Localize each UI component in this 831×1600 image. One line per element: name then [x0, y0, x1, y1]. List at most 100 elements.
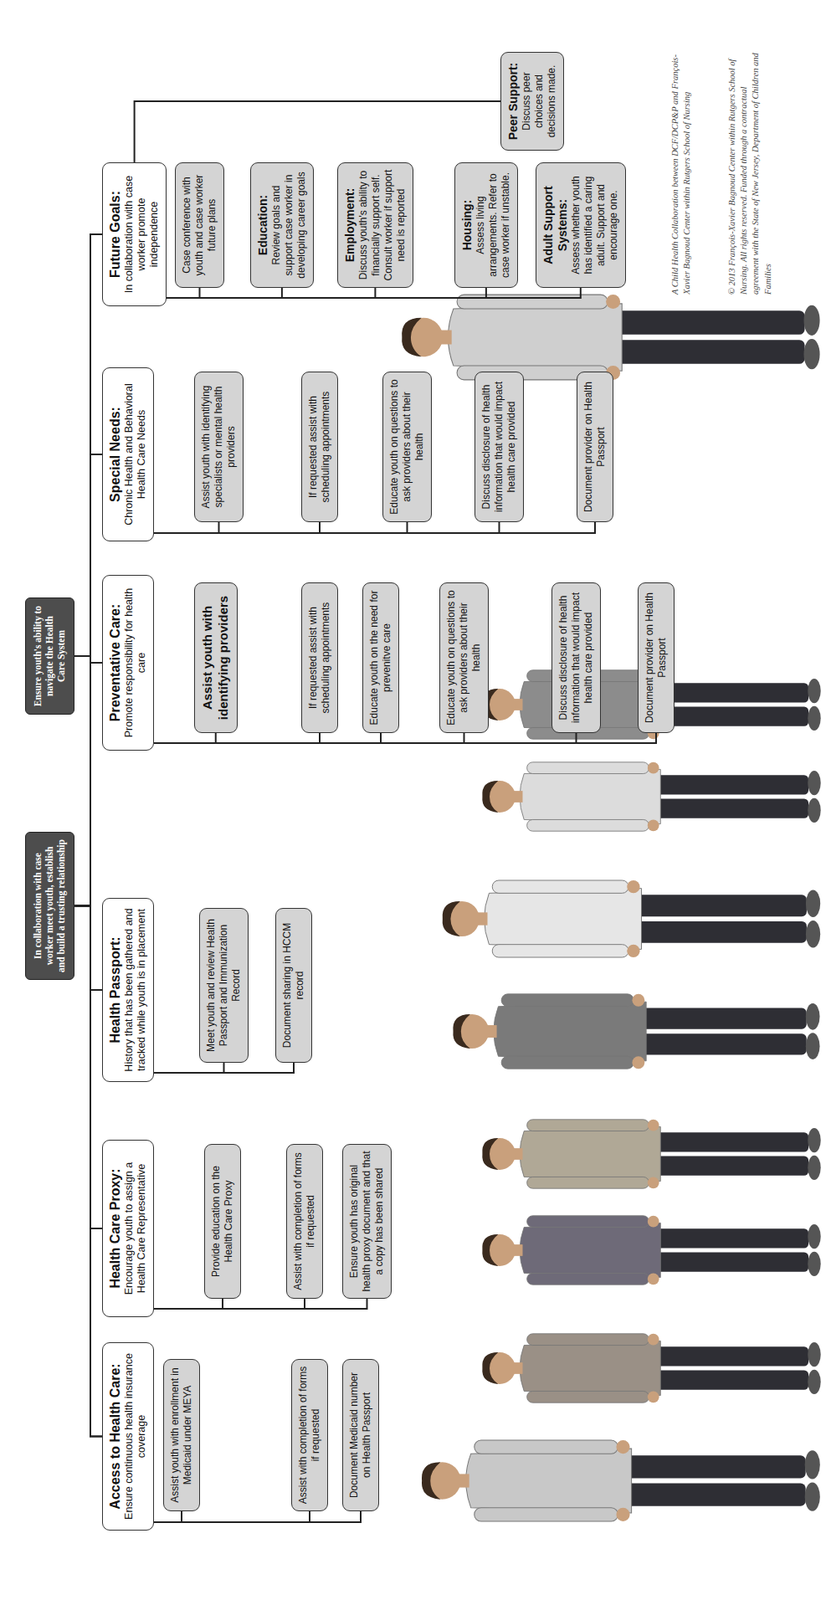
person-figure [401, 294, 820, 380]
person-figure [442, 880, 821, 958]
task-box: Assist with completion of forms if reque… [286, 1143, 324, 1299]
box-title: Health Passport: [107, 905, 124, 1075]
box-text: Assist youth with enrollment in Medicaid… [169, 1365, 195, 1505]
task-box: Case conference with youth and case work… [174, 162, 225, 288]
box-text: Document Medicaid number on Health Passp… [348, 1365, 374, 1505]
box-title: Health Care Proxy: [107, 1147, 124, 1310]
person-figure [482, 762, 821, 831]
task-box: Document provider on Health Passport [576, 371, 614, 523]
category-box: Health Passport:History that has been ga… [102, 897, 154, 1083]
box-text: Document provider on Health Passport [582, 378, 608, 516]
task-box: Assist youth with enrollment in Medicaid… [163, 1359, 201, 1512]
connector-line [74, 906, 103, 1437]
task-box: Discuss disclosure of health information… [474, 371, 524, 523]
connector-line [153, 1062, 294, 1073]
box-text: Document sharing in HCCM record [281, 914, 307, 1057]
box-title: Special Needs: [107, 374, 124, 534]
box-text: Assess living arrangements. Refer to cas… [474, 169, 513, 282]
connector-line [153, 1511, 361, 1523]
task-box: Assist youth with identifying specialist… [194, 371, 244, 523]
box-text: Ensure youth's ability to navigate the H… [32, 605, 67, 708]
connector-line [153, 733, 381, 744]
connector-line [74, 454, 103, 907]
box-text: Assist youth with identifying providers [200, 589, 232, 727]
person-figure [482, 1333, 821, 1403]
box-text: In collaboration with case worker meet y… [32, 839, 67, 973]
task-box: Document sharing in HCCM record [275, 907, 313, 1063]
connector-line [153, 1511, 310, 1523]
box-text: Ensure continuous health insurance cover… [123, 1349, 149, 1524]
connector-line [153, 733, 576, 744]
box-title: Peer Support: [506, 58, 521, 144]
box-text: Encourage youth to assign a Health Care … [123, 1147, 149, 1310]
credit-note: A Child Health Collaboration between DCF… [669, 51, 693, 295]
connector-line [153, 733, 657, 744]
connector-line [166, 287, 375, 298]
task-box: Housing:Assess living arrangements. Refe… [454, 162, 519, 288]
box-text: If requested assist with scheduling appo… [307, 589, 333, 727]
box-text: Meet youth and review Health Passport an… [205, 914, 243, 1057]
connector-line [153, 522, 596, 534]
person-figure [482, 1119, 821, 1189]
task-box: Educate youth on questions to ask provid… [382, 371, 432, 523]
box-title: Preventative Care: [107, 582, 124, 744]
category-box: Access to Health Care:Ensure continuous … [102, 1342, 154, 1531]
box-text: Case conference with youth and case work… [180, 169, 219, 282]
box-text: History that has been gathered and track… [123, 905, 149, 1075]
connector-line [74, 656, 103, 991]
task-box: Education:Review goals and support case … [250, 162, 314, 288]
box-text: Document provider on Health Passport [643, 589, 669, 727]
box-text: Discuss peer choices and decisions made. [520, 58, 559, 144]
category-box: Special Needs:Chronic Health and Behavio… [102, 367, 154, 542]
connector-line [134, 101, 501, 163]
task-box: Meet youth and review Health Passport an… [199, 907, 249, 1063]
task-box: Document Medicaid number on Health Passp… [342, 1359, 380, 1512]
box-title: Education: [256, 169, 271, 282]
connector-line [166, 287, 581, 298]
box-text: In collaboration with case worker promot… [123, 169, 161, 299]
category-box: Future Goals:In collaboration with case … [102, 162, 167, 307]
connector-line [74, 656, 103, 1229]
connector-line [153, 522, 499, 534]
box-title: Access to Health Care: [107, 1349, 124, 1524]
box-text: Assist with completion of forms if reque… [292, 1150, 318, 1293]
task-box: Document provider on Health Passport [637, 582, 675, 734]
box-title: Future Goals: [107, 169, 124, 299]
task-box: If requested assist with scheduling appo… [301, 582, 339, 734]
box-text: Chronic Health and Behavioral Health Car… [123, 374, 149, 534]
task-box: Assist with completion of forms if reque… [291, 1359, 329, 1512]
connector-line [166, 287, 487, 298]
connector-line [74, 234, 103, 657]
connector-line [166, 287, 200, 298]
connector-line [153, 1298, 223, 1309]
root-box: In collaboration with case worker meet y… [25, 831, 75, 980]
connector-line [153, 522, 407, 534]
box-text: Ensure youth has original health proxy d… [348, 1150, 386, 1293]
box-text: If requested assist with scheduling appo… [307, 378, 333, 516]
task-box: Peer Support:Discuss peer choices and de… [500, 51, 565, 151]
connector-line [74, 906, 103, 1230]
box-title: Housing: [460, 169, 475, 282]
box-text: Assist youth with identifying specialist… [200, 378, 238, 516]
box-text: Educate youth on questions to ask provid… [445, 589, 483, 727]
connector-line [153, 733, 320, 744]
task-box: Assist youth with identifying providers [194, 582, 238, 734]
task-box: If requested assist with scheduling appo… [301, 371, 339, 523]
box-text: Educate youth on the need for prevenitve… [368, 589, 394, 727]
connector-line [166, 287, 283, 298]
connector-line [153, 1298, 367, 1309]
connector-line [74, 656, 103, 663]
box-title: Employment: [343, 169, 358, 282]
box-text: Review goals and support case worker in … [270, 169, 308, 282]
connector-line [153, 522, 320, 534]
box-text: Assist with completion of forms if reque… [297, 1365, 323, 1505]
box-text: Discuss disclosure of health information… [557, 589, 596, 727]
connector-line [74, 656, 103, 1437]
connector-line [153, 1298, 305, 1309]
box-text: Provide education on the Health Care Pro… [210, 1150, 236, 1293]
connector-line [153, 733, 464, 744]
task-box: Educate youth on questions to ask provid… [439, 582, 489, 734]
person-figure [482, 1215, 821, 1285]
connector-line [74, 454, 103, 657]
